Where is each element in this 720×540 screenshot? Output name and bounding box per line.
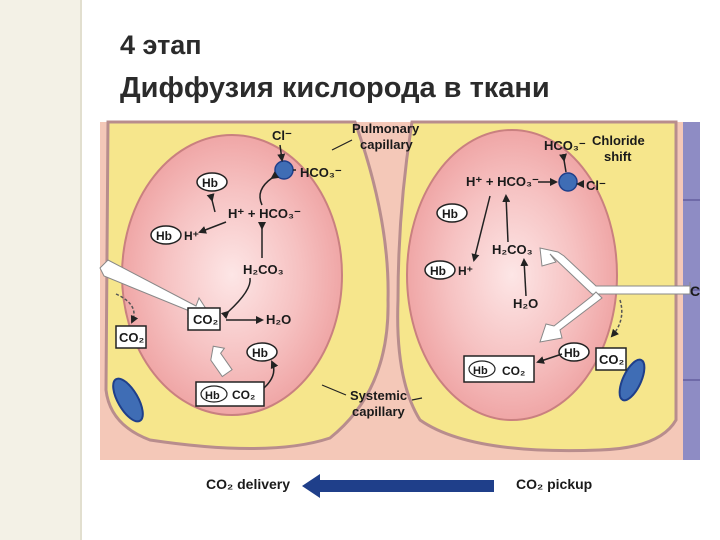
co2-pickup-label: CO₂ pickup bbox=[516, 476, 592, 492]
left-co2-center: CO₂ bbox=[193, 312, 219, 327]
systemic-capillary-line1: Systemic bbox=[350, 388, 407, 403]
left-co2-plasma-box bbox=[115, 325, 147, 349]
left-h2o: H₂O bbox=[266, 312, 291, 327]
left-h-hco3: H⁺ + HCO₃⁻ bbox=[228, 206, 301, 221]
slide-left-band bbox=[0, 0, 80, 540]
left-h2co3: H₂CO₃ bbox=[243, 262, 284, 277]
pulmonary-capillary-line2: capillary bbox=[360, 137, 414, 152]
systemic-capillary-line2: capillary bbox=[352, 404, 406, 419]
right-anion-exchanger bbox=[558, 172, 578, 192]
chloride-shift-line2: shift bbox=[604, 149, 632, 164]
delivery-direction-arrow bbox=[302, 474, 494, 498]
right-h2o: H₂O bbox=[513, 296, 538, 311]
right-hb-co2-hb: Hb bbox=[473, 365, 488, 377]
left-cl-label: Cl⁻ bbox=[272, 128, 292, 143]
right-hb-dot: Hb bbox=[564, 346, 580, 360]
left-hb-dot: Hb bbox=[252, 346, 268, 360]
right-hb-h: Hb bbox=[430, 264, 446, 278]
slide-title-line2: Диффузия кислорода в ткани bbox=[120, 72, 550, 104]
right-hb-dot-badge bbox=[558, 342, 590, 362]
right-edge-letter: C bbox=[690, 283, 700, 299]
right-hco3-top: HCO₃⁻ bbox=[544, 138, 586, 153]
left-hb-top-badge bbox=[196, 172, 228, 192]
right-hb-h-badge bbox=[424, 260, 456, 280]
left-hb-co2-box bbox=[195, 381, 265, 407]
left-co2-center-box bbox=[187, 307, 221, 331]
chloride-shift-line1: Chloride bbox=[592, 133, 645, 148]
left-co2-plasma: CO₂ bbox=[119, 330, 145, 345]
left-h-sup: H⁺ bbox=[184, 229, 199, 243]
pulmonary-capillary-line1: Pulmonary bbox=[352, 121, 420, 136]
co2-delivery-label: CO₂ delivery bbox=[206, 476, 290, 492]
left-hb-co2-hb: Hb bbox=[205, 390, 220, 402]
right-hb-top-badge bbox=[436, 203, 468, 223]
left-hb-top: Hb bbox=[202, 176, 218, 190]
right-hb-top: Hb bbox=[442, 207, 458, 221]
left-hb-dot-badge bbox=[246, 342, 278, 362]
left-anion-exchanger bbox=[274, 160, 294, 180]
right-h2co3: H₂CO₃ bbox=[492, 242, 533, 257]
right-co2-plasma-box bbox=[595, 347, 627, 371]
right-h-hco3: H⁺ + HCO₃⁻ bbox=[466, 174, 539, 189]
slide-title-line1: 4 этап bbox=[120, 30, 202, 60]
endothelial-nucleus-left bbox=[112, 377, 144, 423]
left-hco3-label: HCO₃⁻ bbox=[300, 165, 342, 180]
right-cl: Cl⁻ bbox=[586, 178, 606, 193]
slide-left-band-edge bbox=[80, 0, 82, 540]
left-hb-co2-co2: CO₂ bbox=[232, 388, 255, 402]
right-h-sup: H⁺ bbox=[458, 264, 473, 278]
right-co2-plasma: CO₂ bbox=[599, 352, 625, 367]
endothelial-nucleus-right bbox=[618, 358, 646, 402]
left-hb-h-badge bbox=[150, 225, 182, 245]
left-hb-h: Hb bbox=[156, 229, 172, 243]
right-hb-co2-co2: CO₂ bbox=[502, 364, 525, 378]
